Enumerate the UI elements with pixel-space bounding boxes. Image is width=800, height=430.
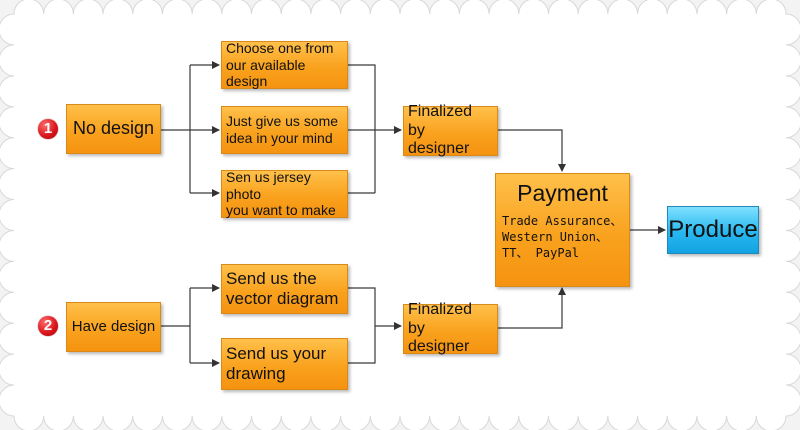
option-give-idea-box: Just give us some idea in your mind bbox=[221, 106, 348, 154]
finalized-1-line1: Finalized by bbox=[408, 102, 473, 139]
option-choose-design-box: Choose one from our available design bbox=[221, 40, 348, 90]
no-design-label: No design bbox=[72, 118, 155, 139]
option-send-photo-box: Sen us jersey photo you want to make bbox=[221, 169, 348, 219]
no-design-box: No design bbox=[66, 104, 161, 154]
option-vector-diagram-line2: vector diagram bbox=[226, 289, 339, 308]
option-send-photo-line1: Sen us jersey photo bbox=[226, 169, 311, 202]
finalized-2-line2: designer bbox=[408, 338, 470, 356]
finalized-by-designer-box-1: Finalized by designer bbox=[403, 102, 498, 158]
payment-method-western-union: Western Union、 bbox=[502, 230, 608, 245]
option-vector-diagram-box: Send us the vector diagram bbox=[221, 264, 348, 314]
payment-method-tt-paypal: TT、 PayPal bbox=[502, 246, 580, 261]
payment-method-trade-assurance: Trade Assurance、 bbox=[502, 214, 623, 229]
have-design-box: Have design bbox=[66, 302, 161, 352]
option-send-photo-line2: you want to make bbox=[226, 202, 336, 219]
connector-finalized1-payment bbox=[498, 129, 566, 172]
finalized-1-line2: designer bbox=[408, 140, 470, 158]
payment-box: Payment Trade Assurance、 Western Union、 … bbox=[495, 173, 630, 287]
finalized-by-designer-box-2: Finalized by designer bbox=[403, 300, 498, 356]
finalized-2-line1: Finalized by bbox=[408, 300, 473, 337]
option-give-idea-line1: Just give us some bbox=[226, 113, 339, 130]
connector-option4-out bbox=[348, 287, 376, 364]
option-drawing-box: Send us your drawing bbox=[221, 338, 348, 390]
option-vector-diagram-line1: Send us the bbox=[226, 268, 317, 288]
option-choose-design-line1: Choose one from bbox=[226, 40, 334, 57]
produce-label: Produce bbox=[668, 216, 758, 243]
payment-title: Payment bbox=[517, 180, 608, 206]
option-choose-design-line2: our available design bbox=[226, 56, 306, 90]
produce-box: Produce bbox=[667, 206, 759, 254]
option-give-idea-line2: idea in your mind bbox=[226, 130, 333, 146]
have-design-label: Have design bbox=[71, 318, 156, 336]
option-drawing-line1: Send us your bbox=[226, 343, 327, 363]
option-drawing-line2: drawing bbox=[226, 364, 286, 383]
step2-number-badge: 2 bbox=[38, 316, 58, 336]
connector-finalized2-payment bbox=[498, 287, 566, 329]
step1-number-badge: 1 bbox=[38, 119, 58, 139]
connector-option1-out bbox=[348, 64, 376, 193]
